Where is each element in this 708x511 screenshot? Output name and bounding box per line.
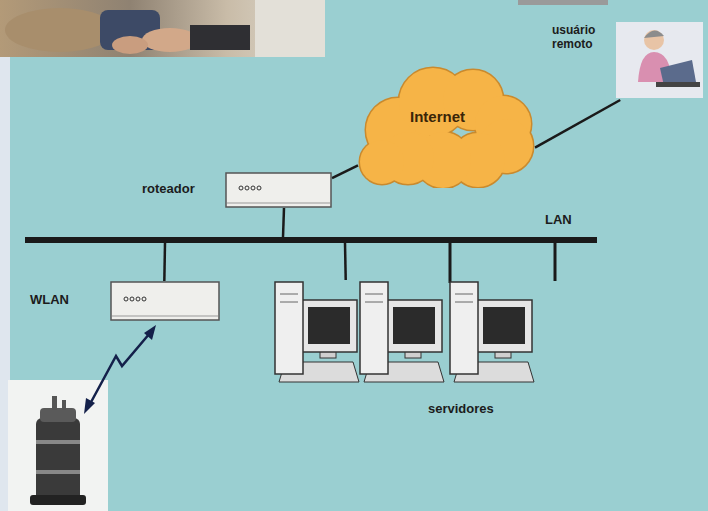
node-label: WLAN <box>30 293 69 308</box>
router-node: roteador <box>140 172 332 208</box>
lan-drop <box>449 242 452 283</box>
network-link <box>535 100 620 148</box>
node-label: servidores <box>428 402 494 417</box>
wlan-node: WLAN <box>28 281 220 321</box>
wlan-box <box>110 281 220 321</box>
node-label: usuário remoto <box>552 24 614 52</box>
wireless-link <box>84 325 156 414</box>
top-photo <box>0 0 325 57</box>
router-box <box>225 172 332 208</box>
cloud-node: Internet <box>358 62 535 188</box>
photo-edge <box>518 0 608 5</box>
lan-bus: LAN <box>25 237 597 243</box>
user-icon <box>616 22 703 98</box>
server-computers <box>268 280 536 390</box>
network-link <box>344 243 347 280</box>
server-group: servidores <box>268 280 536 425</box>
network-link <box>283 208 284 237</box>
remote-user: usuário remoto <box>548 18 705 100</box>
lan-drop <box>554 242 557 281</box>
network-link <box>332 165 358 178</box>
network-link <box>163 243 166 281</box>
node-label: Internet <box>410 108 465 125</box>
node-label: LAN <box>545 213 572 228</box>
node-label: roteador <box>142 182 195 197</box>
